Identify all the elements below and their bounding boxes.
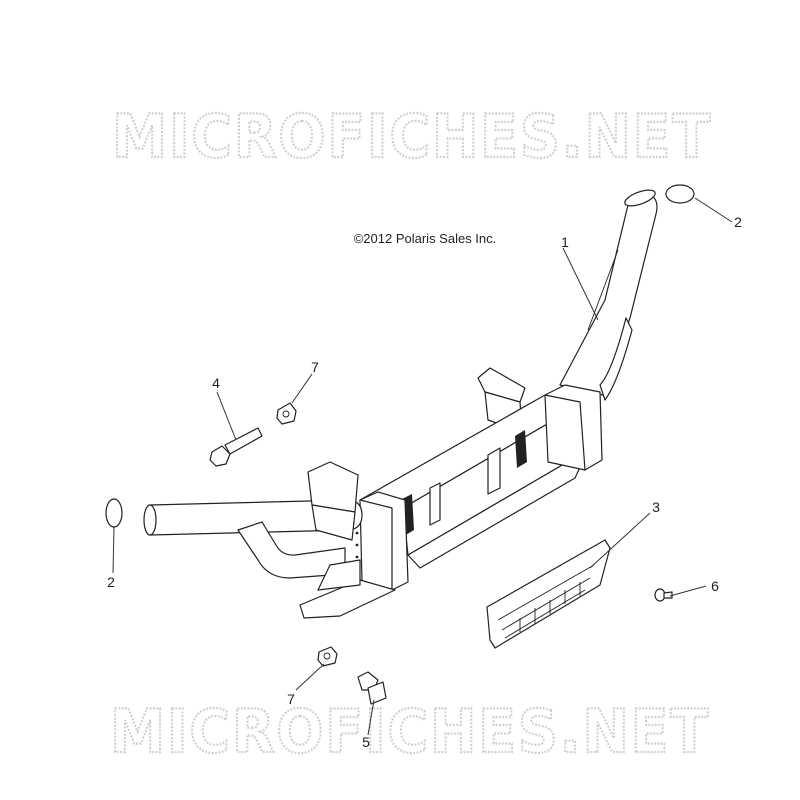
leader-6 xyxy=(669,585,707,597)
flange-nut-upper xyxy=(276,402,297,425)
push-rivet xyxy=(654,588,673,602)
callout-7-lower: 7 xyxy=(287,691,295,707)
leader-5 xyxy=(367,699,375,736)
watermark-bottom: MICROFICHES.NET xyxy=(110,697,710,767)
callout-4: 4 xyxy=(212,375,220,391)
leader-4 xyxy=(216,391,237,441)
tube-cap-right xyxy=(665,184,695,204)
tube-cap-left xyxy=(105,498,123,528)
callout-6: 6 xyxy=(711,578,719,594)
leader-7b xyxy=(295,663,325,691)
grille-plate xyxy=(486,539,611,649)
flange-nut-lower xyxy=(317,646,338,667)
callout-2-lower: 2 xyxy=(107,574,115,590)
long-bolt xyxy=(209,427,263,467)
callout-2-upper: 2 xyxy=(734,214,742,230)
leader-2a xyxy=(694,197,733,223)
short-bolt xyxy=(357,671,387,705)
leader-3 xyxy=(589,512,651,569)
callout-5: 5 xyxy=(362,734,370,750)
copyright-text: ©2012 Polaris Sales Inc. xyxy=(354,231,497,246)
leader-7a xyxy=(291,373,313,404)
callout-1: 1 xyxy=(561,234,569,250)
callout-7-upper: 7 xyxy=(311,359,319,375)
watermark-top: MICROFICHES.NET xyxy=(112,102,712,172)
callout-3: 3 xyxy=(652,499,660,515)
leader-1 xyxy=(562,247,599,321)
leader-2b xyxy=(112,526,115,574)
bumper-assembly xyxy=(143,189,658,619)
